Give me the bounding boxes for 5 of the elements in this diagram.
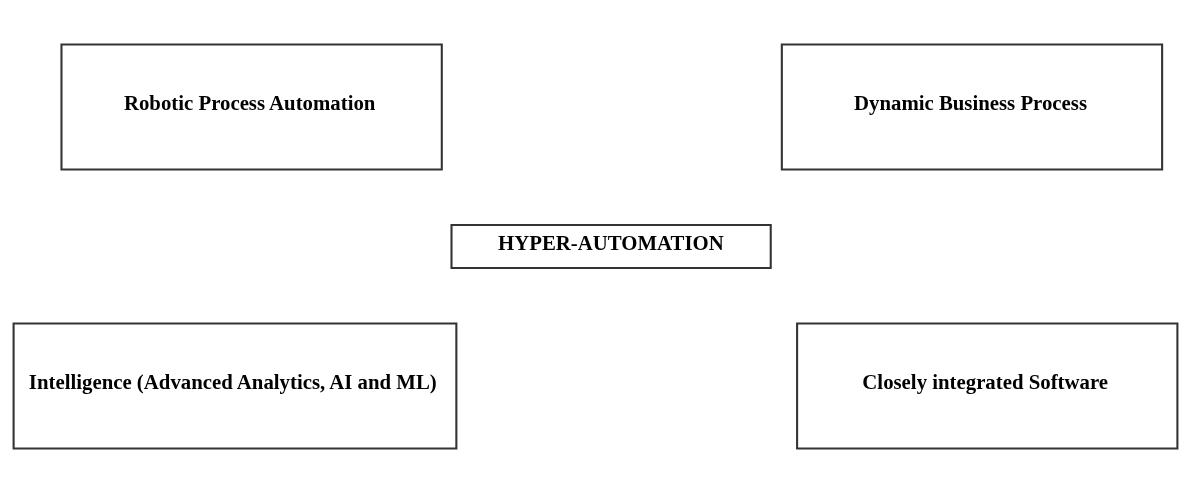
node-box: Closely integrated Software: [796, 322, 1179, 449]
node-box: HYPER-AUTOMATION: [450, 223, 772, 269]
node-box: Dynamic Business Process: [780, 43, 1164, 170]
node-box: Robotic Process Automation: [60, 43, 443, 170]
node-box: Intelligence (Advanced Analytics, AI and ML): [12, 322, 458, 449]
